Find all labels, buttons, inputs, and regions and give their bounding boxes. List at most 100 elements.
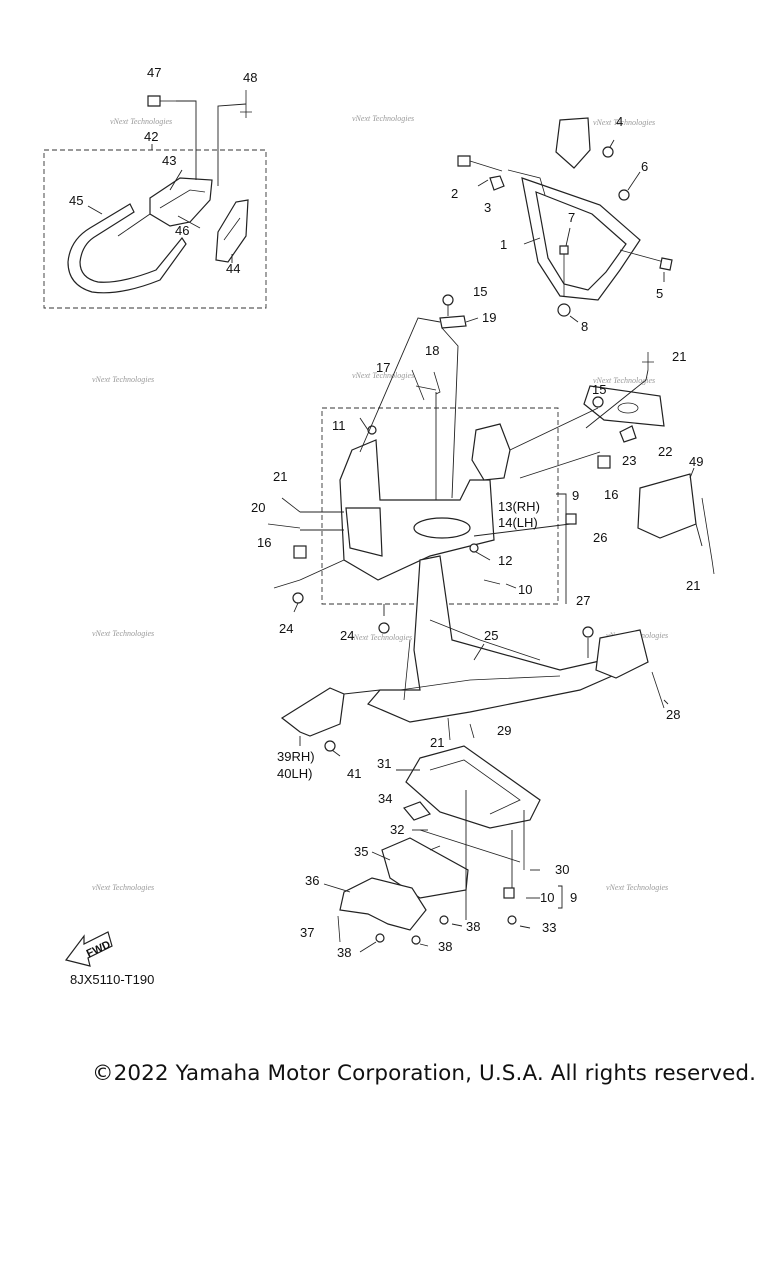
callout-label: 26 [593,530,607,545]
callout-label: 40LH) [277,766,312,781]
bumper-kit-group [43,90,267,309]
parts-diagram: vNext Technologies vNext Technologies vN… [43,65,715,967]
clip-15 [592,396,604,408]
watermark: vNext Technologies [350,633,412,642]
guard-49 [637,473,697,539]
callout-label: 14(LH) [498,515,538,530]
skid-plate-31 [405,745,541,829]
watermark: vNext Technologies [352,114,414,123]
callout-label: 27 [576,593,590,608]
nut-6 [618,189,630,201]
nut-4 [602,146,614,158]
bolt-2 [457,155,471,167]
callout-label: 45 [69,193,83,208]
watermark: vNext Technologies [92,375,154,384]
callout-label: 22 [658,444,672,459]
callout-label: 24 [340,628,354,643]
bolt-47 [147,95,161,107]
callout-label: 48 [243,70,257,85]
bolt-7 [559,245,569,255]
callout-label: 35 [354,844,368,859]
callout-label: 49 [689,454,703,469]
latch-13 [471,423,511,481]
callout-label: 20 [251,500,265,515]
watermark: vNext Technologies [606,883,668,892]
bolt-24 [292,592,304,604]
bolt-24 [378,622,390,634]
callout-label: 15 [592,382,606,397]
callout-label: 21 [273,469,287,484]
bolt-29 [469,723,475,739]
bracket-19 [439,315,467,329]
fwd-arrow-icon: FWD [64,931,113,967]
callout-label: 39RH) [277,749,315,764]
callout-label: 17 [376,360,390,375]
bracket-44 [215,199,249,263]
callout-label: 37 [300,925,314,940]
callout-label: 9 [570,890,577,905]
callout-label: 4 [616,114,623,129]
watermark: vNext Technologies [92,883,154,892]
callout-label: 12 [498,553,512,568]
pad-16 [293,545,307,559]
bolt-28 [651,671,665,709]
callout-label: 1 [500,237,507,252]
rivet-21 [447,717,451,741]
callout-label: 31 [377,756,391,771]
screw-38 [439,915,449,925]
bracket-43 [149,177,213,227]
callout-label: 23 [622,453,636,468]
screw-33 [507,915,517,925]
callout-label: 6 [641,159,648,174]
main-frame [367,555,613,723]
callout-label: 24 [279,621,293,636]
bumper-tube [67,203,187,294]
callout-label: 5 [656,286,663,301]
callout-label: 15 [473,284,487,299]
bracket-23 [619,425,637,443]
bolt-41 [324,740,336,752]
bracket-right [595,629,649,679]
support-39-40 [280,687,345,737]
watermark: vNext Technologies [92,629,154,638]
nut-8 [557,303,571,317]
callout-label: 7 [568,210,575,225]
bracket-top [555,117,591,169]
bolt-37 [337,915,341,943]
callout-label: 25 [484,628,498,643]
pad-16 [597,455,611,469]
callout-label: 10 [518,582,532,597]
callout-label: 3 [484,200,491,215]
bolt-10 [483,579,501,585]
callout-label: 21 [672,349,686,364]
callout-label: 13(RH) [498,499,540,514]
callout-label: 42 [144,129,158,144]
watermark: vNext Technologies [593,118,655,127]
callout-label: 43 [162,153,176,168]
callout-label: 30 [555,862,569,877]
callout-label: 10 [540,890,554,905]
diagram-code: 8JX5110-T190 [70,972,155,987]
pin-17 [411,369,437,401]
screw-38 [411,935,421,945]
front-frame-group [457,117,673,323]
callout-label: 18 [425,343,439,358]
callout-label: 36 [305,873,319,888]
callout-label: 21 [430,735,444,750]
callout-label: 11 [332,418,346,433]
callout-label: 28 [666,707,680,722]
callout-label: 21 [686,578,700,593]
watermark: vNext Technologies [352,371,414,380]
callout-label: 38 [438,939,452,954]
watermark: vNext Technologies [110,117,172,126]
callout-label: 46 [175,223,189,238]
bolt-46 [177,215,201,229]
callout-label: 33 [542,920,556,935]
copyright-notice: ©2022 Yamaha Motor Corporation, U.S.A. A… [92,1061,757,1086]
nut-3 [489,175,505,191]
callout-label: 38 [466,919,480,934]
nut-27 [582,626,594,638]
callout-label: 19 [482,310,496,325]
callout-label: 34 [378,791,392,806]
callout-labels: 47 48 42 43 45 46 44 4 6 2 3 7 1 5 8 15 … [69,65,703,960]
